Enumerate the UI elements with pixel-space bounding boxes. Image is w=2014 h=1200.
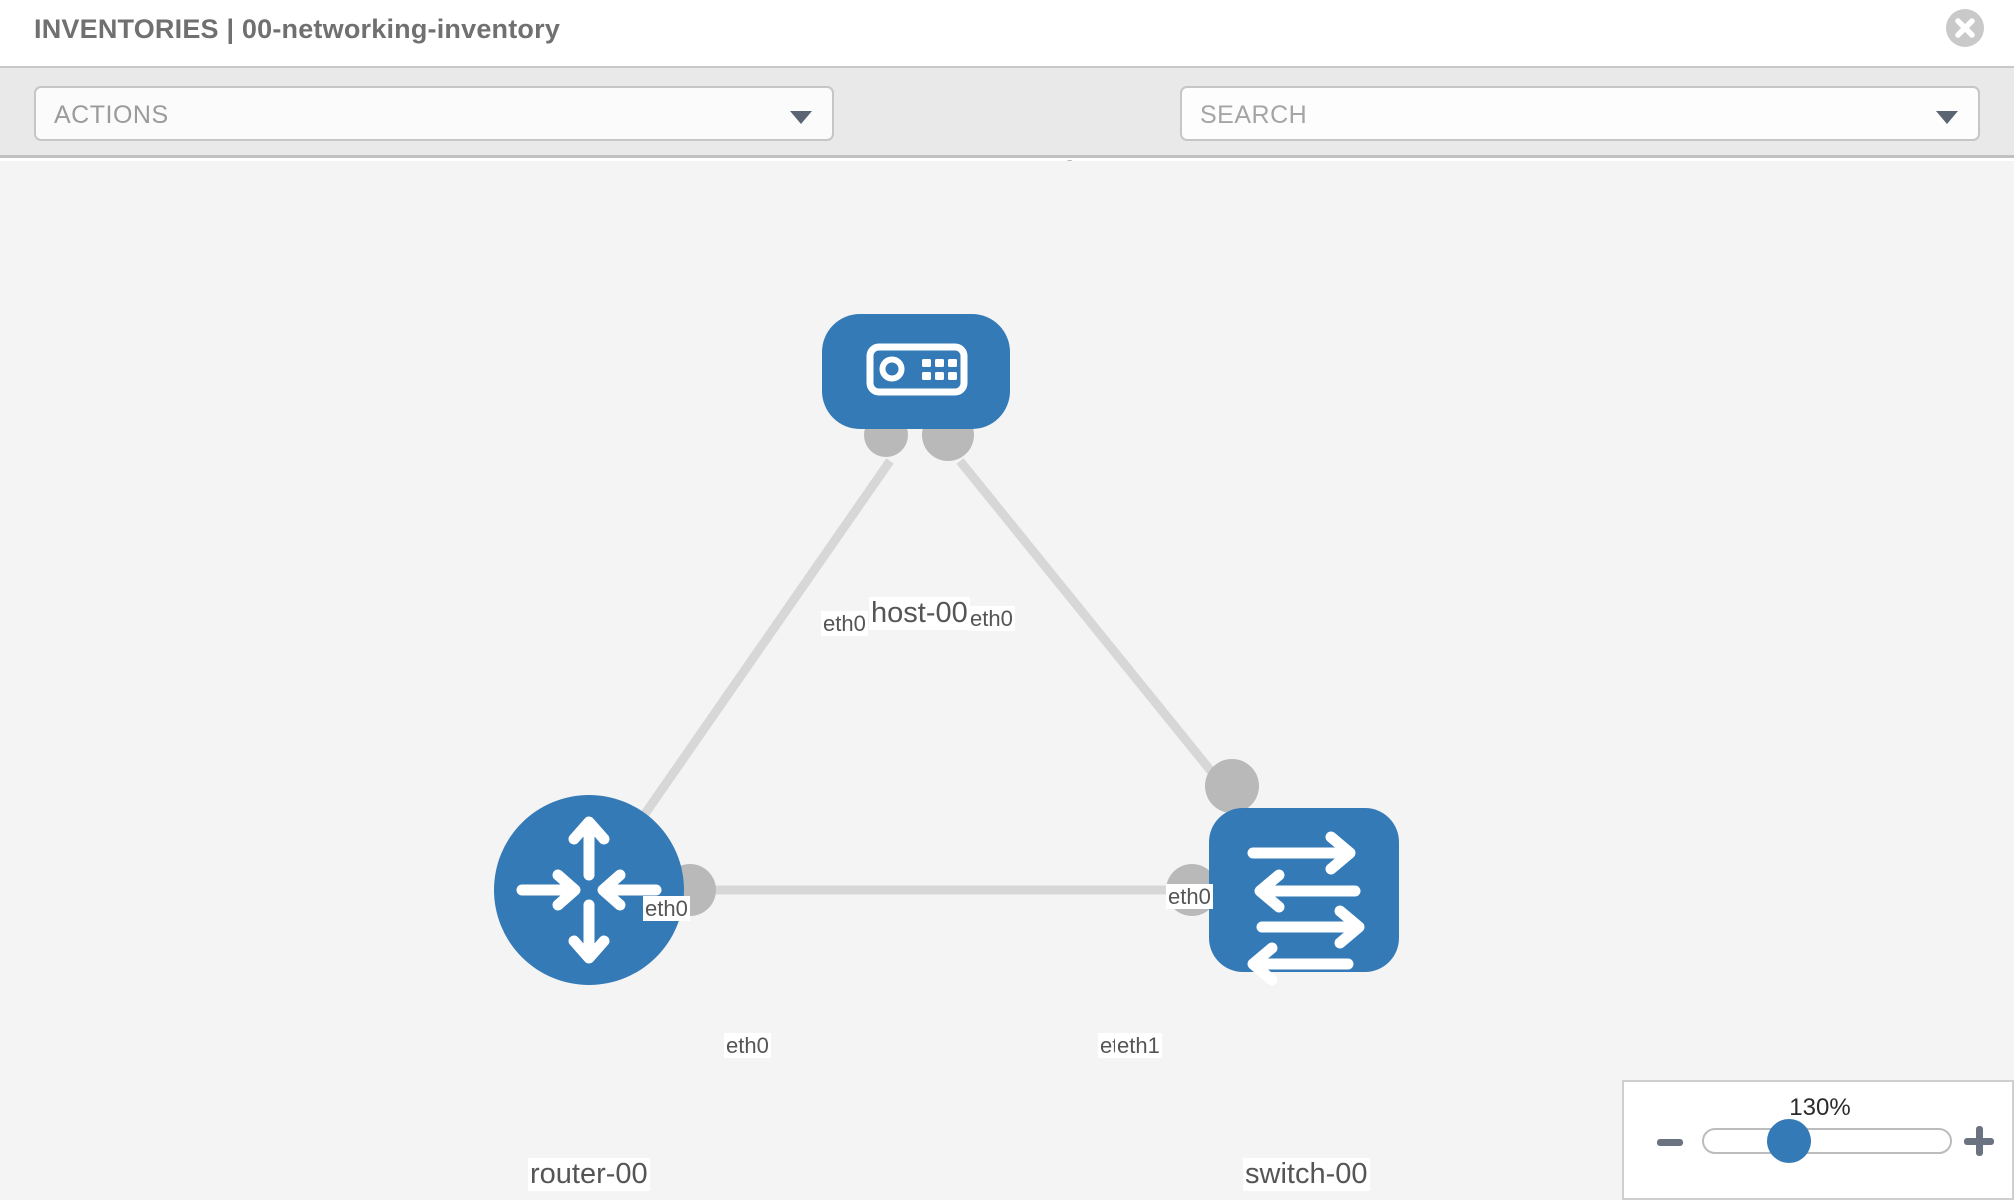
chevron-down-icon[interactable] xyxy=(1936,111,1958,124)
iface-label-router00-uplink: eth0 xyxy=(643,896,690,922)
port-switch00-top xyxy=(1205,759,1259,813)
iface-label-switch00-uplink: eth0 xyxy=(1166,884,1213,910)
zoom-slider-thumb[interactable] xyxy=(1767,1119,1811,1163)
switch-arrows-icon xyxy=(1247,831,1365,986)
page-header: INVENTORIES | 00-networking-inventory xyxy=(0,0,2014,68)
link-host00-switch00 xyxy=(956,458,1219,779)
topology-graph xyxy=(494,314,1399,986)
iface-label-switch00-eth1: eth1 xyxy=(1115,1033,1162,1059)
server-icon xyxy=(866,343,968,396)
plus-icon[interactable] xyxy=(1964,1126,1994,1156)
zoom-slider-track[interactable] xyxy=(1702,1128,1952,1154)
iface-label-host00-right: eth0 xyxy=(968,606,1015,632)
router-arrows-icon xyxy=(516,816,662,964)
page-title: INVENTORIES | 00-networking-inventory xyxy=(34,14,561,44)
link-host00-router00 xyxy=(636,458,894,824)
zoom-control-panel: 130% xyxy=(1622,1080,2014,1200)
actions-dropdown[interactable]: ACTIONS xyxy=(34,86,834,141)
iface-label-host00-left: eth0 xyxy=(821,611,868,637)
minus-icon[interactable] xyxy=(1657,1139,1683,1146)
actions-dropdown-label: ACTIONS xyxy=(54,101,169,129)
node-router-00 xyxy=(494,795,684,985)
chevron-down-icon xyxy=(790,111,812,124)
toolbar: ACTIONS SEARCH xyxy=(0,68,2014,196)
search-placeholder: SEARCH xyxy=(1200,101,1308,129)
node-label-router-00: router-00 xyxy=(528,1158,650,1192)
zoom-level-value: 130% xyxy=(1789,1094,1851,1121)
search-input[interactable]: SEARCH xyxy=(1180,86,1980,141)
topology-canvas[interactable]: eth0 eth0 eth0 eth0 eth0 eth eth1 host-0… xyxy=(0,161,2014,1200)
node-host-00 xyxy=(822,314,1010,429)
iface-label-router00-eth0: eth0 xyxy=(724,1033,771,1059)
node-label-host-00: host-00 xyxy=(869,597,970,631)
close-icon[interactable] xyxy=(1946,9,1984,47)
node-label-switch-00: switch-00 xyxy=(1243,1158,1370,1192)
node-switch-00 xyxy=(1209,808,1399,986)
